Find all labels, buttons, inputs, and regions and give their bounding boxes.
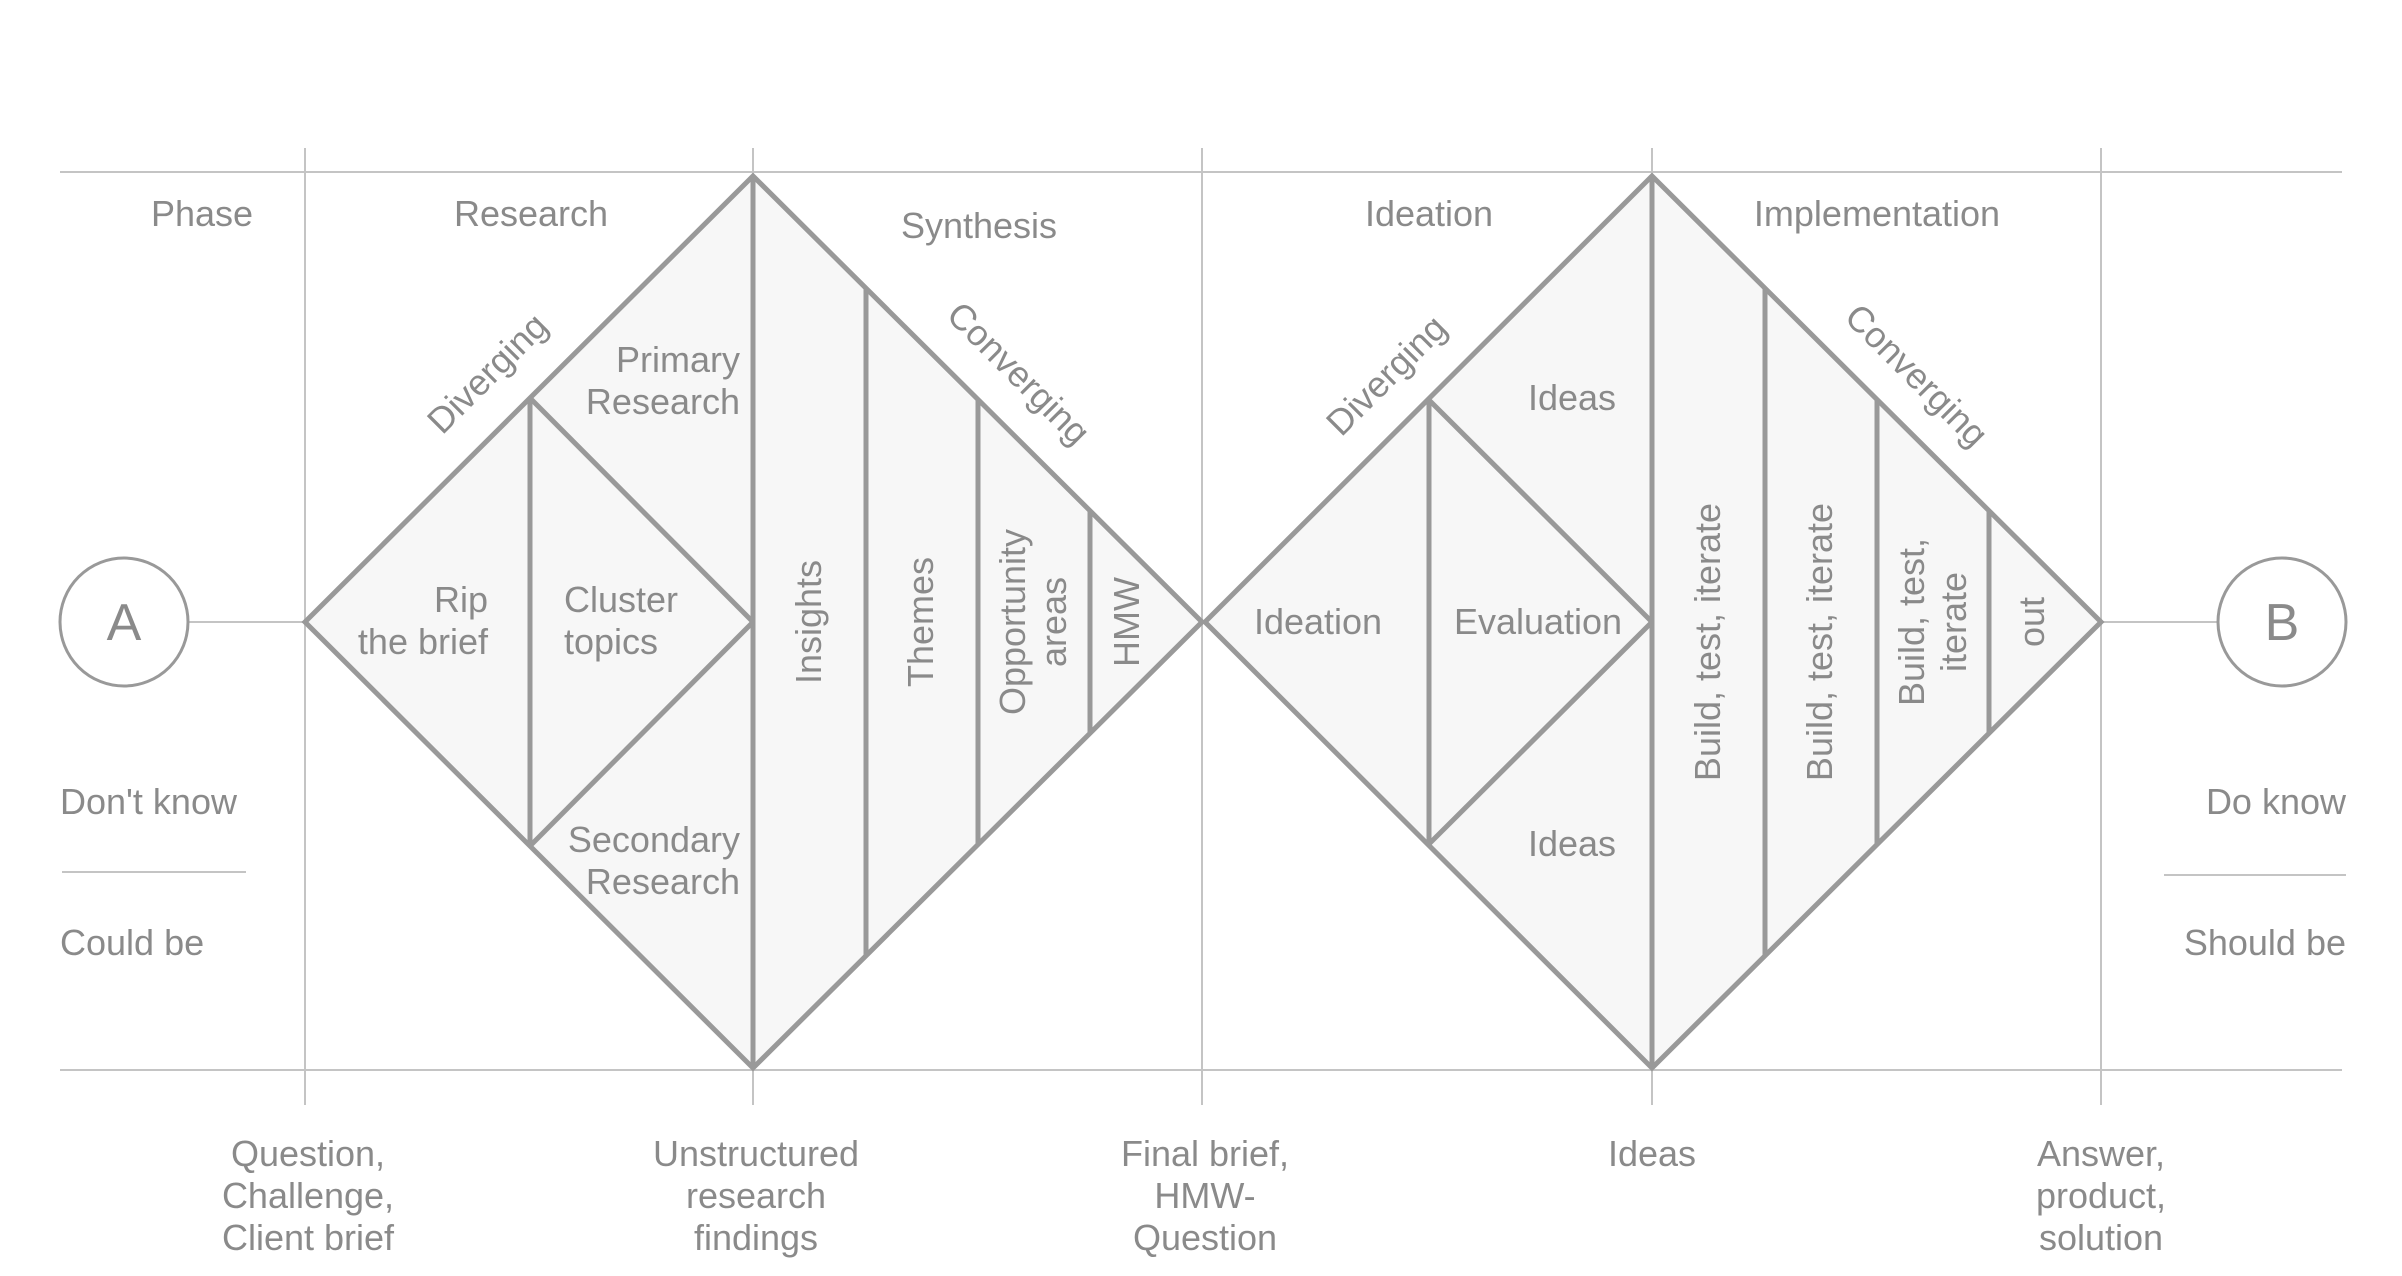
output-question-line-1: Question, <box>231 1133 385 1174</box>
phase-synthesis: Synthesis <box>901 205 1057 246</box>
start-label: A <box>107 594 142 652</box>
diamond-discover-define <box>301 172 1206 1072</box>
d1-split-lower <box>528 620 755 848</box>
output-unstructured-line-3: findings <box>694 1217 818 1258</box>
themes-label: Themes <box>900 557 941 687</box>
ideation-label: Ideation <box>1254 601 1382 642</box>
cluster-topics-line-1: Cluster <box>564 579 678 620</box>
output-unstructured-line-2: research <box>686 1175 826 1216</box>
output-answer-line-3: solution <box>2039 1217 2163 1258</box>
output-question-line-2: Challenge, <box>222 1175 394 1216</box>
build-test-iterate-3-line-2: iterate <box>1933 572 1974 672</box>
output-final-brief-line-1: Final brief, <box>1121 1133 1289 1174</box>
phase-ideation: Ideation <box>1365 193 1493 234</box>
rip-brief-line-2: the brief <box>358 621 489 662</box>
out-label: out <box>2011 597 2052 647</box>
build-test-iterate-1: Build, test, iterate <box>1687 503 1728 781</box>
output-ideas: Ideas <box>1608 1133 1696 1174</box>
d2-split-lower <box>1427 620 1654 846</box>
phase-implementation: Implementation <box>1754 193 2000 234</box>
secondary-research-line-2: Research <box>586 861 740 902</box>
note-could-be: Could be <box>60 922 204 963</box>
diamond-develop-deliver <box>1201 172 2105 1072</box>
output-question-line-3: Client brief <box>222 1217 395 1258</box>
evaluation-label: Evaluation <box>1454 601 1622 642</box>
ideas-top-label: Ideas <box>1528 377 1616 418</box>
end-point-b <box>2216 556 2348 688</box>
start-point-a <box>58 556 190 688</box>
insights-label: Insights <box>788 560 829 684</box>
note-do-know: Do know <box>2206 781 2347 822</box>
cluster-topics-line-2: topics <box>564 621 658 662</box>
build-test-iterate-3-line-1: Build, test, <box>1891 538 1932 706</box>
build-test-iterate-2: Build, test, iterate <box>1799 503 1840 781</box>
outputs: Question, Challenge, Client brief Unstru… <box>222 1133 2166 1258</box>
primary-research-line-2: Research <box>586 381 740 422</box>
d2-split-upper <box>1427 398 1654 624</box>
note-dont-know: Don't know <box>60 781 238 822</box>
output-final-brief-line-2: HMW- <box>1154 1175 1255 1216</box>
secondary-research-line-1: Secondary <box>568 819 740 860</box>
d1-split-upper <box>528 396 755 624</box>
opportunity-areas-line-2: areas <box>1033 577 1074 667</box>
output-final-brief-line-3: Question <box>1133 1217 1277 1258</box>
hmw-label: HMW <box>1106 577 1147 667</box>
output-unstructured-line-1: Unstructured <box>653 1133 859 1174</box>
phase-header: Phase <box>151 193 253 234</box>
end-label: B <box>2265 594 2300 652</box>
phase-research: Research <box>454 193 608 234</box>
primary-research-line-1: Primary <box>616 339 740 380</box>
note-should-be: Should be <box>2184 922 2346 963</box>
ideas-bottom-label: Ideas <box>1528 823 1616 864</box>
rip-brief-line-1: Rip <box>434 579 488 620</box>
output-answer-line-2: product, <box>2036 1175 2166 1216</box>
opportunity-areas-line-1: Opportunity <box>992 529 1033 715</box>
output-answer-line-1: Answer, <box>2037 1133 2165 1174</box>
